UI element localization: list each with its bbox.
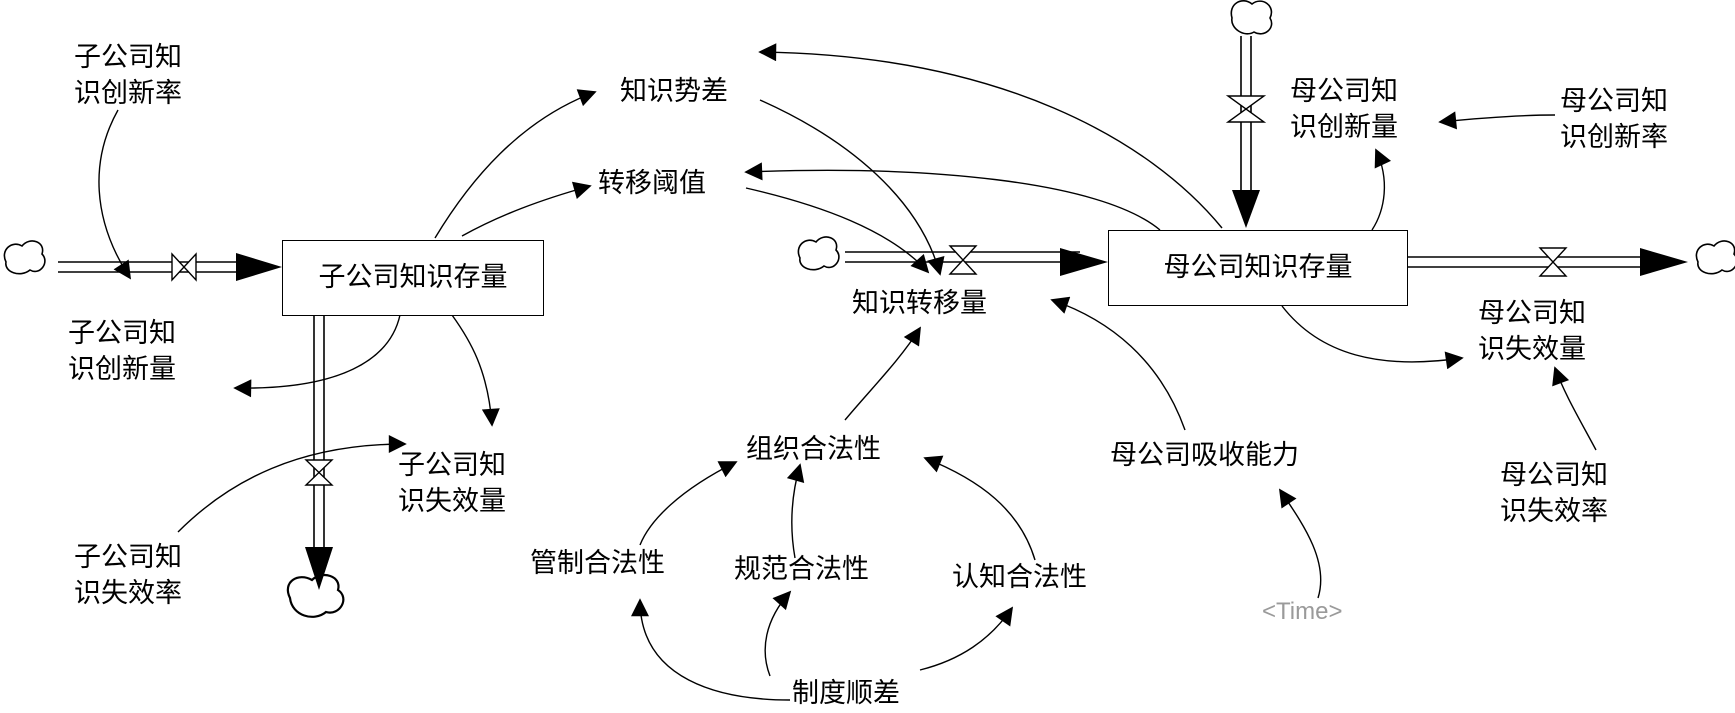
subsidiary-knowledge-stock[interactable]: 子公司知识存量 <box>282 240 544 316</box>
time-shadow-variable[interactable]: <Time> <box>1262 598 1343 625</box>
parent-knowledge-stock[interactable]: 母公司知识存量 <box>1108 230 1408 306</box>
valve-icon <box>948 245 978 275</box>
sub-innovation-amount[interactable]: 子公司知 识创新量 <box>68 318 176 385</box>
cognitive-legitimacy[interactable]: 认知合法性 <box>952 562 1087 593</box>
knowledge-gap[interactable]: 知识势差 <box>620 76 728 107</box>
valve-icon <box>304 459 334 486</box>
cloud-source-icon <box>1230 0 1273 35</box>
normative-legitimacy[interactable]: 规范合法性 <box>734 554 869 585</box>
parent-innovation-rate[interactable]: 母公司知 识创新率 <box>1560 86 1668 153</box>
valve-icon <box>171 252 197 282</box>
sub-innovation-rate[interactable]: 子公司知 识创新率 <box>74 42 182 109</box>
cloud-source-icon <box>3 240 46 275</box>
transfer-threshold[interactable]: 转移阈值 <box>598 168 706 199</box>
knowledge-transfer-amount[interactable]: 知识转移量 <box>852 288 987 319</box>
institutional-distance[interactable]: 制度顺差 <box>792 678 900 709</box>
parent-knowledge-stock-label: 母公司知识存量 <box>1163 252 1353 283</box>
cloud-sink-icon <box>286 573 345 618</box>
regulative-legitimacy[interactable]: 管制合法性 <box>530 548 665 579</box>
sub-failure-amount[interactable]: 子公司知 识失效量 <box>398 450 506 517</box>
sub-failure-rate[interactable]: 子公司知 识失效率 <box>74 542 182 609</box>
parent-innovation-amount[interactable]: 母公司知 识创新量 <box>1290 76 1398 143</box>
parent-failure-amount[interactable]: 母公司知 识失效量 <box>1478 298 1586 365</box>
cloud-source-icon <box>797 236 840 271</box>
valve-icon <box>1225 95 1267 123</box>
cloud-sink-icon <box>1695 240 1735 275</box>
parent-failure-rate[interactable]: 母公司知 识失效率 <box>1500 460 1608 527</box>
valve-icon <box>1538 247 1568 277</box>
subsidiary-knowledge-stock-label: 子公司知识存量 <box>318 262 508 293</box>
parent-absorptive-capacity[interactable]: 母公司吸收能力 <box>1110 440 1299 471</box>
org-legitimacy[interactable]: 组织合法性 <box>746 434 881 465</box>
